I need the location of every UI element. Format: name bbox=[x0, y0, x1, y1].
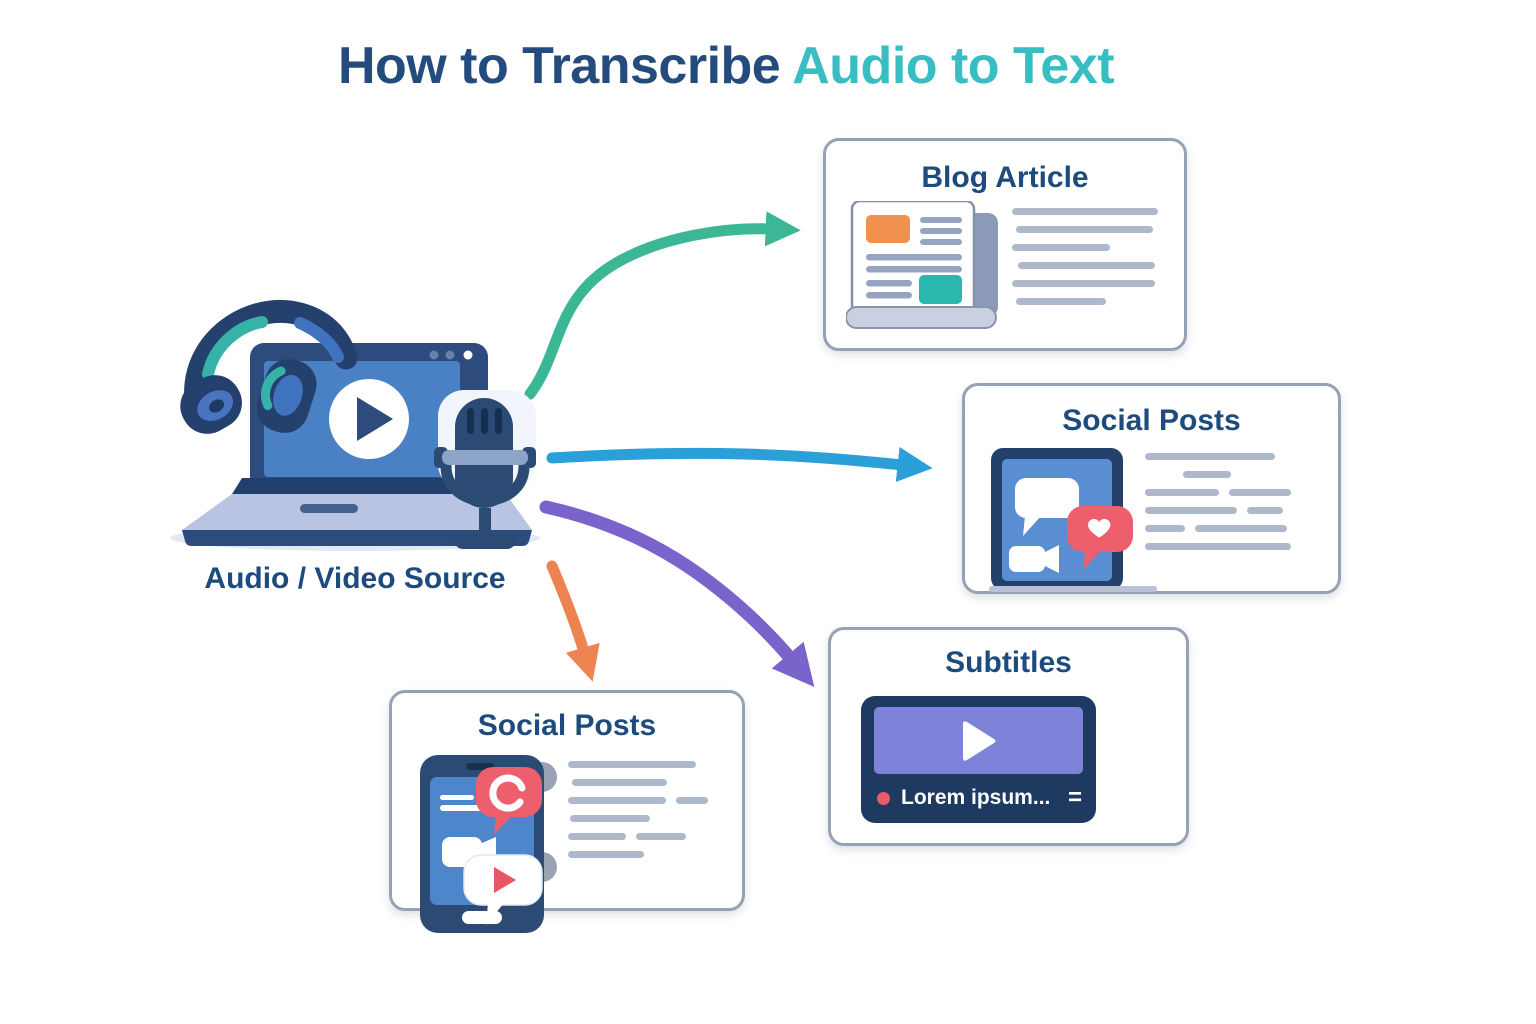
subtitle-text: Lorem ipsum... bbox=[901, 786, 1051, 809]
blog-article-card: Blog Article bbox=[823, 138, 1187, 351]
social-posts-bottom-title: Social Posts bbox=[477, 709, 657, 742]
subtitles-card: Subtitles Lorem ipsum... = bbox=[828, 627, 1189, 846]
arrow-to-social-posts-right bbox=[546, 447, 933, 483]
tablet-icon bbox=[989, 448, 1157, 592]
title-prefix: How to Transcribe bbox=[337, 37, 781, 95]
social-posts-right-card: Social Posts bbox=[962, 383, 1341, 594]
text-line bbox=[1016, 298, 1106, 305]
video-camera-icon bbox=[1009, 545, 1059, 573]
video-screen bbox=[874, 707, 1083, 774]
text-line bbox=[1145, 525, 1185, 532]
headphones-icon bbox=[180, 299, 358, 434]
arrow-to-subtitles bbox=[539, 500, 815, 687]
speech-bubble-icon bbox=[1015, 478, 1079, 536]
video-player: Lorem ipsum... = bbox=[861, 696, 1096, 823]
title-highlight: Audio to Text bbox=[792, 37, 1115, 95]
text-line bbox=[1229, 489, 1291, 496]
text-line bbox=[568, 851, 644, 858]
text-line bbox=[568, 833, 626, 840]
text-line bbox=[636, 833, 686, 840]
article-teal-block bbox=[919, 275, 962, 304]
blog-article-title: Blog Article bbox=[921, 161, 1089, 194]
microphone-icon bbox=[434, 390, 536, 549]
arrow-to-social-posts-bottom bbox=[546, 560, 600, 682]
blog-text-placeholder bbox=[1012, 208, 1158, 305]
social-right-text-placeholder bbox=[1145, 453, 1291, 550]
text-line bbox=[1012, 208, 1158, 215]
refresh-bubble-icon bbox=[476, 767, 542, 835]
record-dot-icon bbox=[877, 791, 890, 805]
text-line bbox=[1012, 280, 1155, 287]
play-icon bbox=[329, 379, 409, 459]
text-line bbox=[1145, 453, 1275, 460]
social-posts-bottom-card: Social Posts bbox=[389, 690, 745, 933]
play-icon bbox=[962, 720, 995, 761]
text-line bbox=[676, 797, 708, 804]
smartphone-icon bbox=[420, 755, 557, 933]
subtitles-title: Subtitles bbox=[945, 646, 1072, 679]
text-line bbox=[1145, 507, 1237, 514]
text-line bbox=[1018, 262, 1155, 269]
text-line bbox=[1016, 226, 1153, 233]
text-line bbox=[1145, 489, 1219, 496]
text-line bbox=[572, 779, 667, 786]
text-line bbox=[568, 797, 666, 804]
text-line bbox=[568, 761, 696, 768]
menu-icon: = bbox=[1067, 784, 1082, 811]
social-posts-right-title: Social Posts bbox=[1062, 404, 1241, 437]
text-line bbox=[1145, 543, 1291, 550]
text-line bbox=[570, 815, 650, 822]
subtitle-caption-bar: Lorem ipsum... = bbox=[877, 783, 1082, 813]
text-line bbox=[1247, 507, 1283, 514]
audio-video-source-illustration bbox=[170, 299, 540, 551]
page-title: How to Transcribe Audio to Text bbox=[0, 36, 1452, 96]
source-label: Audio / Video Source bbox=[204, 562, 506, 595]
document-icon bbox=[846, 201, 998, 329]
text-line bbox=[1195, 525, 1287, 532]
text-line bbox=[1012, 244, 1110, 251]
heart-bubble-icon bbox=[1067, 506, 1133, 570]
text-line bbox=[1183, 471, 1231, 478]
social-bottom-text-placeholder bbox=[568, 761, 708, 858]
article-image-placeholder bbox=[866, 215, 910, 243]
